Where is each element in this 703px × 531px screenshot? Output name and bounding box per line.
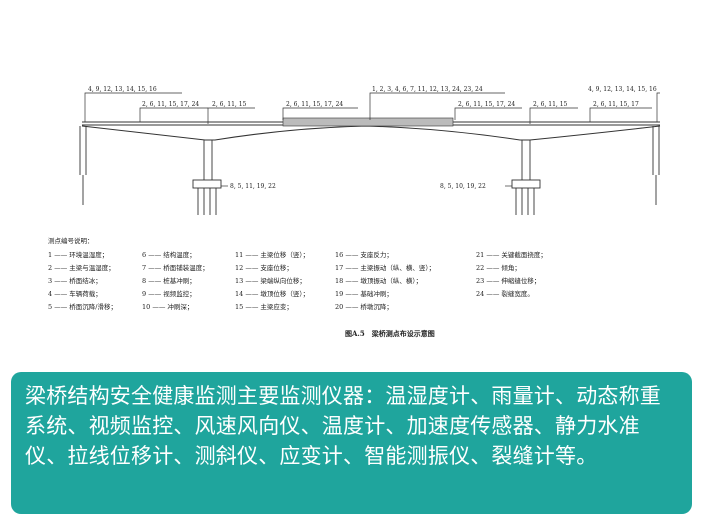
legend-item: 12 —— 支座位移； — [235, 263, 293, 272]
legend-item: 13 —— 梁端纵向位移； — [235, 276, 306, 285]
figure-caption: 图A.5 梁桥测点布设示意图 — [345, 329, 435, 338]
sensor-label-right-end: 2, 6, 11, 15, 17 — [593, 101, 639, 108]
legend: 1 —— 环境温湿度； 2 —— 主梁与温湿度； 3 —— 桥面结冰； 4 —— 车辆… — [48, 250, 547, 311]
legend-title: 测点编号说明： — [48, 236, 94, 245]
legend-item: 9 —— 视频监控； — [142, 289, 196, 298]
sensor-label-left-top: 4, 9, 12, 13, 14, 15, 16 — [88, 86, 157, 93]
legend-item: 17 —— 主梁振动（纵、横、竖）； — [335, 263, 435, 272]
legend-item: 20 —— 桥墩沉降； — [335, 302, 393, 311]
legend-item: 3 —— 桥面结冰； — [48, 276, 102, 285]
sensor-label-left-span: 2, 6, 11, 15, 17, 24 — [142, 101, 199, 108]
legend-item: 4 —— 车辆荷载； — [48, 289, 102, 298]
sensor-label-mid-left: 2, 6, 11, 15, 17, 24 — [286, 101, 343, 108]
legend-item: 21 —— 关键截面挠度； — [476, 250, 547, 259]
sensor-label-center: 1, 2, 3, 4, 6, 7, 11, 12, 13, 24, 23, 24 — [372, 86, 483, 93]
summary-text: 梁桥结构安全健康监测主要监测仪器：温湿度计、雨量计、动态称重系统、视频监控、风速… — [25, 384, 661, 468]
legend-item: 10 —— 冲刷深； — [142, 302, 193, 311]
legend-item: 11 —— 主梁位移（竖）； — [235, 250, 309, 259]
sensor-label-mid-right: 2, 6, 11, 15, 17, 24 — [458, 101, 515, 108]
legend-item: 2 —— 主梁与温湿度； — [48, 263, 115, 272]
legend-item: 19 —— 基础冲刷； — [335, 289, 393, 298]
legend-item: 8 —— 桩基冲刷； — [142, 276, 196, 285]
legend-item: 23 —— 伸缩缝位移； — [476, 276, 540, 285]
legend-item: 14 —— 墩顶位移（竖）； — [235, 289, 309, 298]
pier-right — [511, 140, 541, 215]
sensor-label-right-pier: 2, 6, 11, 15 — [533, 101, 568, 108]
leader-lines — [84, 92, 660, 187]
abutment-right — [652, 126, 660, 205]
legend-item: 6 —— 结构温度； — [142, 250, 196, 259]
pier-left — [192, 140, 222, 215]
legend-item: 18 —— 墩顶振动（纵、横）； — [335, 276, 422, 285]
sensor-label-left-foundation: 8, 5, 11, 19, 22 — [230, 183, 276, 190]
legend-item: 16 —— 支座反力； — [335, 250, 393, 259]
bridge-sensor-layout-diagram: 4, 9, 12, 13, 14, 15, 16 2, 6, 11, 15, 1… — [48, 86, 661, 338]
bridge-deck — [81, 117, 661, 141]
sensor-label-right-top: 4, 9, 12, 13, 14, 15, 16 — [588, 86, 657, 93]
legend-item: 15 —— 主梁应变； — [235, 302, 293, 311]
legend-item: 7 —— 桥面铺装温度； — [142, 263, 209, 272]
legend-item: 5 —— 桥面沉降/滑移； — [48, 302, 117, 311]
abutment-left — [79, 126, 87, 205]
summary-callout: 梁桥结构安全健康监测主要监测仪器：温湿度计、雨量计、动态称重系统、视频监控、风速… — [11, 372, 692, 514]
legend-item: 22 —— 倾角； — [476, 263, 521, 272]
legend-item: 1 —— 环境温湿度； — [48, 250, 108, 259]
sensor-label-left-pier: 2, 6, 11, 15 — [212, 101, 247, 108]
legend-item: 24 —— 裂缝宽度。 — [476, 289, 534, 298]
sensor-label-right-foundation: 8, 5, 10, 19, 22 — [440, 183, 486, 190]
